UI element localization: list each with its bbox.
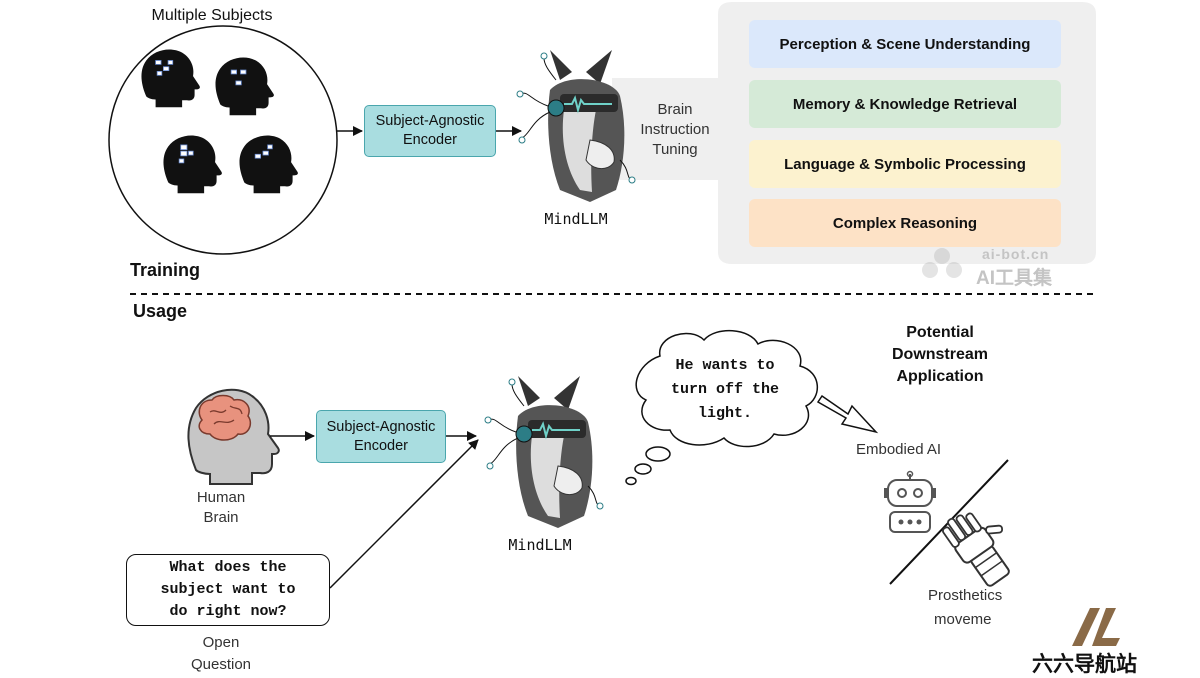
- question-caption: Open Question: [176, 632, 266, 676]
- question-line2: subject want to: [160, 581, 296, 598]
- question-caption-line2: Question: [190, 656, 252, 673]
- question-box: What does the subject want to do right n…: [126, 554, 330, 626]
- model-label-usage: MindLLM: [508, 536, 572, 554]
- question-line3: do right now?: [169, 603, 287, 620]
- capability-label: Complex Reasoning: [832, 214, 978, 232]
- capability-language: Language & Symbolic Processing: [749, 140, 1061, 188]
- encoder-label-line2: Encoder: [402, 132, 457, 148]
- arrow-question-to-llm: [329, 439, 479, 589]
- downstream-title-line1: Potential: [906, 324, 974, 341]
- encoder-box-training: Subject-Agnostic Encoder: [364, 105, 496, 157]
- tuning-label-line3: Tuning: [652, 141, 698, 158]
- brain-label-line2: Brain: [203, 509, 239, 526]
- embodied-ai-label: Embodied AI: [856, 441, 942, 458]
- thought-text: He wants to turn off the light.: [640, 354, 810, 426]
- head-silhouette-icon: [141, 49, 298, 194]
- usage-section-label: Usage: [133, 301, 188, 321]
- watermark-logo-icon: [922, 248, 962, 278]
- downstream-title-line2: Downstream: [891, 346, 989, 363]
- encoder-box-usage: Subject-Agnostic Encoder: [316, 410, 446, 463]
- watermark-site-name: AI工具集: [976, 268, 1053, 289]
- subjects-circle: [108, 25, 338, 255]
- encoder-label-line2: Encoder: [353, 437, 408, 454]
- brain-icon: [198, 394, 252, 441]
- question-caption-line1: Open: [202, 634, 240, 651]
- brain-label-line1: Human: [196, 489, 246, 506]
- llama-icon: [516, 50, 636, 202]
- arrow-to-application: [816, 394, 879, 434]
- thought-line3: light.: [697, 405, 752, 422]
- downstream-title: Potential Downstream Application: [870, 322, 1010, 388]
- corner-watermark-text: 六六导航站: [1032, 652, 1137, 676]
- capability-label: Perception & Scene Understanding: [779, 35, 1031, 53]
- model-label-training: MindLLM: [544, 210, 608, 228]
- capability-label: Language & Symbolic Processing: [784, 155, 1026, 173]
- prosthetics-label-line2: moveme: [934, 611, 992, 628]
- downstream-title-line3: Application: [896, 368, 984, 385]
- prosthetic-hand-icon: [942, 512, 1010, 587]
- capability-memory: Memory & Knowledge Retrieval: [749, 80, 1061, 128]
- tuning-label-line2: Instruction: [640, 121, 710, 138]
- training-section-label: Training: [130, 260, 201, 280]
- tuning-label: Brain Instruction Tuning: [628, 100, 722, 160]
- thought-line1: He wants to: [675, 357, 775, 374]
- prosthetics-label-line1: Prosthetics: [928, 587, 1003, 604]
- watermark-domain: ai-bot.cn: [982, 246, 1050, 262]
- llama-icon: [484, 376, 604, 528]
- thought-line2: turn off the: [670, 381, 780, 398]
- brain-label: Human Brain: [176, 488, 266, 528]
- capability-reasoning: Complex Reasoning: [749, 199, 1061, 247]
- tuning-label-line1: Brain: [657, 101, 693, 118]
- encoder-label-line1: Subject-Agnostic: [326, 418, 436, 435]
- thought-cloud: [625, 329, 819, 486]
- robot-icon: [884, 470, 936, 533]
- prosthetics-label: Prosthetics moveme: [928, 584, 1002, 632]
- corner-logo-icon: [1072, 608, 1120, 646]
- capability-perception: Perception & Scene Understanding: [749, 20, 1061, 68]
- question-line1: What does the: [169, 559, 287, 576]
- encoder-label-line1: Subject-Agnostic: [375, 113, 485, 129]
- capability-label: Memory & Knowledge Retrieval: [792, 95, 1018, 113]
- subjects-label: Multiple Subjects: [151, 7, 273, 24]
